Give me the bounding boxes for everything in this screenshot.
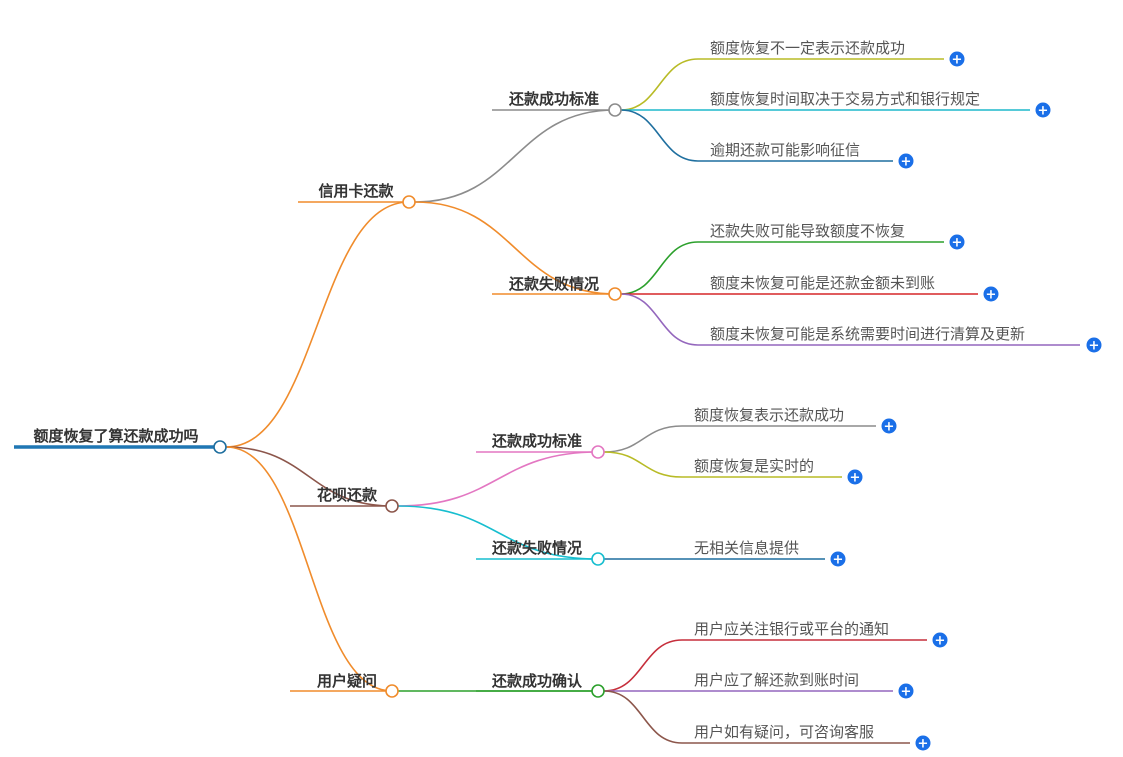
plus-glyph: + — [952, 236, 963, 251]
plus-glyph: + — [1038, 104, 1049, 119]
root-topic-label: 额度恢复了算还款成功吗 — [33, 427, 198, 445]
branch-collapse-node[interactable] — [385, 499, 399, 513]
leaf-connector — [603, 451, 683, 478]
subtopic-connector — [397, 505, 599, 560]
branch-collapse-node[interactable] — [402, 195, 416, 209]
plus-glyph: + — [901, 155, 912, 170]
leaf-connector — [620, 241, 699, 295]
expand-plus-icon[interactable]: + — [1086, 337, 1102, 354]
expand-plus-icon[interactable]: + — [949, 234, 965, 251]
leaf-connector — [620, 109, 699, 162]
expand-plus-icon[interactable]: + — [898, 683, 914, 700]
root-collapse-node[interactable] — [213, 440, 227, 454]
plus-glyph: + — [901, 685, 912, 700]
subtopic-collapse-node[interactable] — [591, 445, 605, 459]
leaf-connector — [620, 58, 699, 111]
leaf-label: 额度恢复是实时的 — [694, 457, 814, 475]
expand-plus-icon[interactable]: + — [949, 51, 965, 68]
leaf-label: 用户应关注银行或平台的通知 — [694, 620, 889, 638]
subtopic-collapse-node[interactable] — [591, 684, 605, 698]
branch-label: 花呗还款 — [317, 486, 378, 504]
expand-plus-icon[interactable]: + — [915, 735, 931, 752]
expand-plus-icon[interactable]: + — [881, 418, 897, 435]
subtopic-collapse-node[interactable] — [591, 552, 605, 566]
subtopic-collapse-node[interactable] — [608, 103, 622, 117]
subtopic-connector — [397, 451, 599, 507]
plus-glyph: + — [884, 420, 895, 435]
plus-glyph: + — [833, 553, 844, 568]
expand-plus-icon[interactable]: + — [830, 551, 846, 568]
expand-plus-icon[interactable]: + — [983, 286, 999, 303]
branch-label: 用户疑问 — [317, 672, 377, 690]
plus-glyph: + — [850, 471, 861, 486]
expand-plus-icon[interactable]: + — [1035, 102, 1051, 119]
leaf-label: 还款失败可能导致额度不恢复 — [710, 222, 905, 240]
branch-connector — [225, 446, 393, 507]
leaf-connector — [620, 293, 699, 346]
leaf-connector — [603, 639, 683, 692]
leaf-label: 额度恢复表示还款成功 — [694, 406, 844, 424]
leaf-label: 用户应了解还款到账时间 — [694, 671, 859, 689]
subtopic-connector — [414, 109, 616, 203]
leaf-label: 无相关信息提供 — [694, 539, 799, 557]
plus-glyph: + — [1089, 339, 1100, 354]
subtopic-label: 还款成功标准 — [491, 432, 582, 450]
branch-connector — [225, 201, 410, 448]
leaf-connector — [603, 425, 683, 453]
expand-plus-icon[interactable]: + — [932, 632, 948, 649]
leaf-label: 额度恢复不一定表示还款成功 — [710, 39, 905, 57]
plus-glyph: + — [918, 737, 929, 752]
leaf-label: 用户如有疑问，可咨询客服 — [694, 723, 874, 741]
leaf-label: 逾期还款可能影响征信 — [710, 141, 860, 159]
subtopic-label: 还款成功标准 — [508, 90, 599, 108]
plus-glyph: + — [952, 53, 963, 68]
plus-glyph: + — [935, 634, 946, 649]
subtopic-connector — [414, 201, 616, 295]
subtopic-collapse-node[interactable] — [608, 287, 622, 301]
subtopic-label: 还款失败情况 — [508, 275, 599, 293]
plus-glyph: + — [986, 288, 997, 303]
leaf-label: 额度恢复时间取决于交易方式和银行规定 — [710, 90, 980, 108]
branch-collapse-node[interactable] — [385, 684, 399, 698]
subtopic-label: 还款成功确认 — [491, 672, 583, 690]
leaf-connector — [603, 690, 683, 744]
leaf-label: 额度未恢复可能是系统需要时间进行清算及更新 — [710, 325, 1025, 343]
expand-plus-icon[interactable]: + — [847, 469, 863, 486]
branch-connector — [225, 446, 393, 692]
branch-label: 信用卡还款 — [318, 182, 394, 200]
expand-plus-icon[interactable]: + — [898, 153, 914, 170]
leaf-label: 额度未恢复可能是还款金额未到账 — [710, 274, 935, 292]
subtopic-label: 还款失败情况 — [491, 539, 582, 557]
